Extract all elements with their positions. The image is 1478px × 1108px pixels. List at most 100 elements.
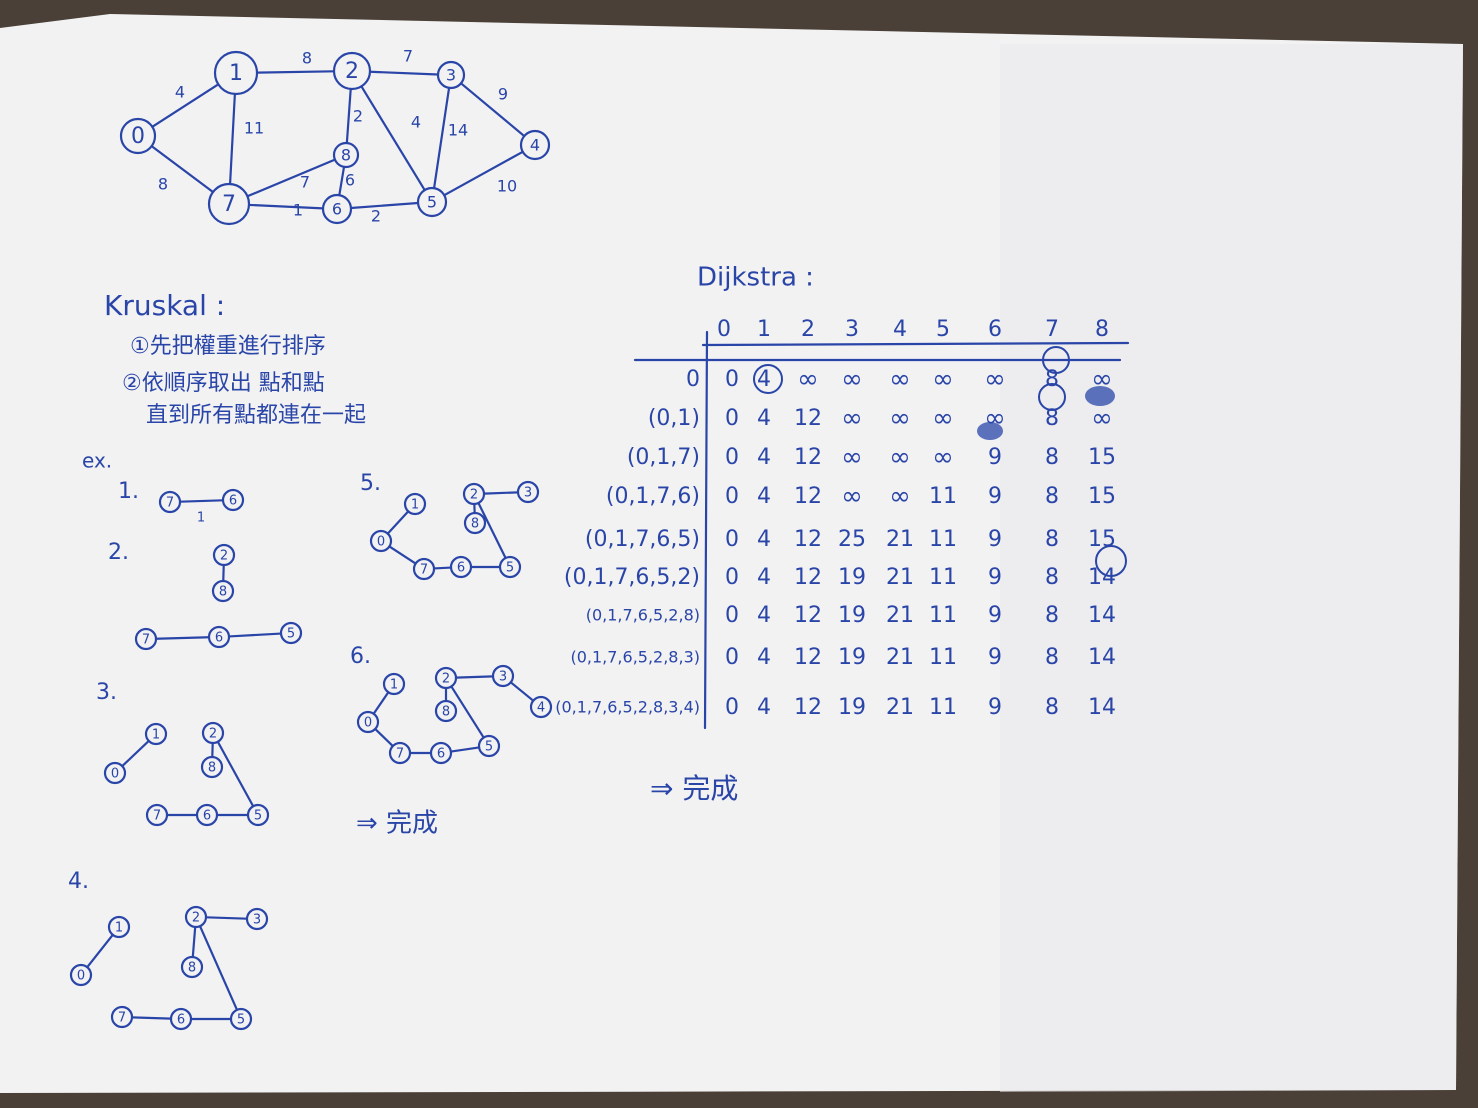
graph-edge-2-8 <box>345 87 352 145</box>
kruskal-example-3-label: 3. <box>96 680 117 705</box>
graph-node-4-label: 4 <box>530 136 540 155</box>
graph-weight-8-6: 6 <box>345 171 355 190</box>
dijkstra-cell-3-7: 8 <box>1045 484 1059 509</box>
kruskal-example-5-node-8-label: 8 <box>471 517 479 532</box>
kruskal-example-5-node-1-circle <box>403 492 427 516</box>
kruskal-example-4-node-1-label: 1 <box>115 921 123 936</box>
kruskal-example-6-node-0-label: 0 <box>364 716 372 731</box>
kruskal-example-6-node-2-circle <box>434 666 458 690</box>
kruskal-step-1: ①先把權重進行排序 <box>130 334 326 359</box>
dijkstra-cell-3-3: ∞ <box>841 482 863 512</box>
dijkstra-cell-2-6: 9 <box>988 445 1002 470</box>
kruskal-example-5-node-7-circle <box>412 557 436 581</box>
kruskal-example-4-node-5-label: 5 <box>237 1013 245 1028</box>
kruskal-example-5-edge-7-6 <box>432 566 453 570</box>
kruskal-step-2: ②依順序取出 點和點 <box>122 371 325 396</box>
dijkstra-cell-0-0: 0 <box>725 367 739 392</box>
dijkstra-cell-2-2: 12 <box>794 445 822 470</box>
kruskal-example-5-edge-2-5 <box>477 501 507 560</box>
kruskal-example-2-node-2-circle <box>212 543 236 567</box>
kruskal-example-2-node-6-label: 6 <box>215 631 223 646</box>
dijkstra-row-label-8: (0,1,7,6,5,2,8,3,4) <box>555 698 700 717</box>
dijkstra-cell-4-1: 4 <box>757 527 771 552</box>
kruskal-example-6-node-8-label: 8 <box>442 705 450 720</box>
kruskal-example-5-edge-1-0 <box>386 510 410 535</box>
kruskal-example-6-edge-2-5 <box>450 685 485 739</box>
dijkstra-col-4: 4 <box>893 317 907 342</box>
graph-edge-1-2 <box>255 70 336 74</box>
dijkstra-cell-7-1: 4 <box>757 645 771 670</box>
kruskal-example-3-node-2-label: 2 <box>209 727 217 742</box>
dijkstra-row-label-5: (0,1,7,6,5,2) <box>564 565 700 590</box>
dijkstra-row-label-1: (0,1) <box>648 406 700 431</box>
kruskal-example-1-node-6-label: 6 <box>229 494 237 509</box>
dijkstra-cell-5-4: 21 <box>886 565 914 590</box>
dijkstra-cell-7-4: 21 <box>886 645 914 670</box>
dijkstra-cell-7-5: 11 <box>929 645 957 670</box>
dijkstra-cell-8-7: 8 <box>1045 695 1059 720</box>
dijkstra-col-7: 7 <box>1045 317 1059 342</box>
graph-edge-0-7 <box>150 145 215 194</box>
dijkstra-cell-5-0: 0 <box>725 565 739 590</box>
kruskal-example-5-node-8-circle <box>463 511 487 535</box>
kruskal-example-1-label: 1. <box>118 479 139 504</box>
dijkstra-cell-0-5: ∞ <box>932 365 954 395</box>
kruskal-example-5-node-0-label: 0 <box>377 535 385 550</box>
dijkstra-row-rule <box>703 330 709 730</box>
kruskal-example-5-edge-2-3 <box>482 491 520 495</box>
kruskal-example-5-node-5-label: 5 <box>506 561 514 576</box>
dijkstra-mark-circle <box>1095 545 1127 577</box>
dijkstra-cell-0-4: ∞ <box>889 365 911 395</box>
dijkstra-cell-8-4: 21 <box>886 695 914 720</box>
kruskal-example-3-node-1-label: 1 <box>152 728 160 743</box>
dijkstra-cell-3-5: 11 <box>929 484 957 509</box>
dijkstra-cell-6-6: 9 <box>988 603 1002 628</box>
kruskal-example-5-node-6-circle <box>449 555 473 579</box>
graph-edge-2-5 <box>360 85 426 192</box>
kruskal-example-2-node-5-circle <box>279 621 303 645</box>
graph-node-8-circle <box>332 141 360 169</box>
dijkstra-cell-1-1: 4 <box>757 406 771 431</box>
dijkstra-scribble <box>1085 386 1115 406</box>
kruskal-example-4-node-0-circle <box>69 963 93 987</box>
kruskal-example-4-node-8-circle <box>180 955 204 979</box>
dijkstra-cell-7-2: 12 <box>794 645 822 670</box>
dijkstra-cell-3-1: 4 <box>757 484 771 509</box>
dijkstra-col-2: 2 <box>801 317 815 342</box>
kruskal-example-4-edge-1-0 <box>86 933 114 969</box>
graph-node-7-label: 7 <box>222 192 236 217</box>
dijkstra-cell-3-0: 0 <box>725 484 739 509</box>
dijkstra-cell-8-3: 19 <box>838 695 866 720</box>
graph-node-1-label: 1 <box>229 61 243 86</box>
dijkstra-cell-4-6: 9 <box>988 527 1002 552</box>
dijkstra-cell-5-3: 19 <box>838 565 866 590</box>
kruskal-example-3-node-8-label: 8 <box>208 761 216 776</box>
dijkstra-cell-1-7: 8 <box>1045 406 1059 431</box>
dijkstra-cell-8-2: 12 <box>794 695 822 720</box>
kruskal-example-3-node-7-circle <box>145 803 169 827</box>
dijkstra-cell-7-0: 0 <box>725 645 739 670</box>
graph-weight-7-6: 1 <box>293 201 303 220</box>
graph-edge-7-8 <box>246 158 337 198</box>
kruskal-example-6-node-1-label: 1 <box>390 678 398 693</box>
graph-weight-7-8: 7 <box>300 173 310 192</box>
kruskal-example-6-edge-2-3 <box>454 675 495 679</box>
kruskal-example-4-node-1-circle <box>107 915 131 939</box>
kruskal-example-2-edge-6-5 <box>227 632 283 638</box>
graph-weight-2-5: 4 <box>411 113 421 132</box>
dijkstra-cell-5-7: 8 <box>1045 565 1059 590</box>
dijkstra-cell-8-1: 4 <box>757 695 771 720</box>
dijkstra-cell-7-3: 19 <box>838 645 866 670</box>
kruskal-example-1-node-7-label: 7 <box>166 496 174 511</box>
graph-node-3-circle <box>436 60 466 90</box>
kruskal-example-4-edge-2-3 <box>204 916 249 920</box>
kruskal-example-3-node-0-circle <box>103 761 127 785</box>
kruskal-example-2-node-8-label: 8 <box>219 585 227 600</box>
dijkstra-cell-2-7: 8 <box>1045 445 1059 470</box>
graph-edge-8-6 <box>338 165 346 197</box>
graph-node-0-label: 0 <box>131 124 145 149</box>
dijkstra-mark-circle <box>1038 383 1066 411</box>
kruskal-example-3-node-8-circle <box>200 755 224 779</box>
dijkstra-cell-2-5: ∞ <box>932 443 954 473</box>
